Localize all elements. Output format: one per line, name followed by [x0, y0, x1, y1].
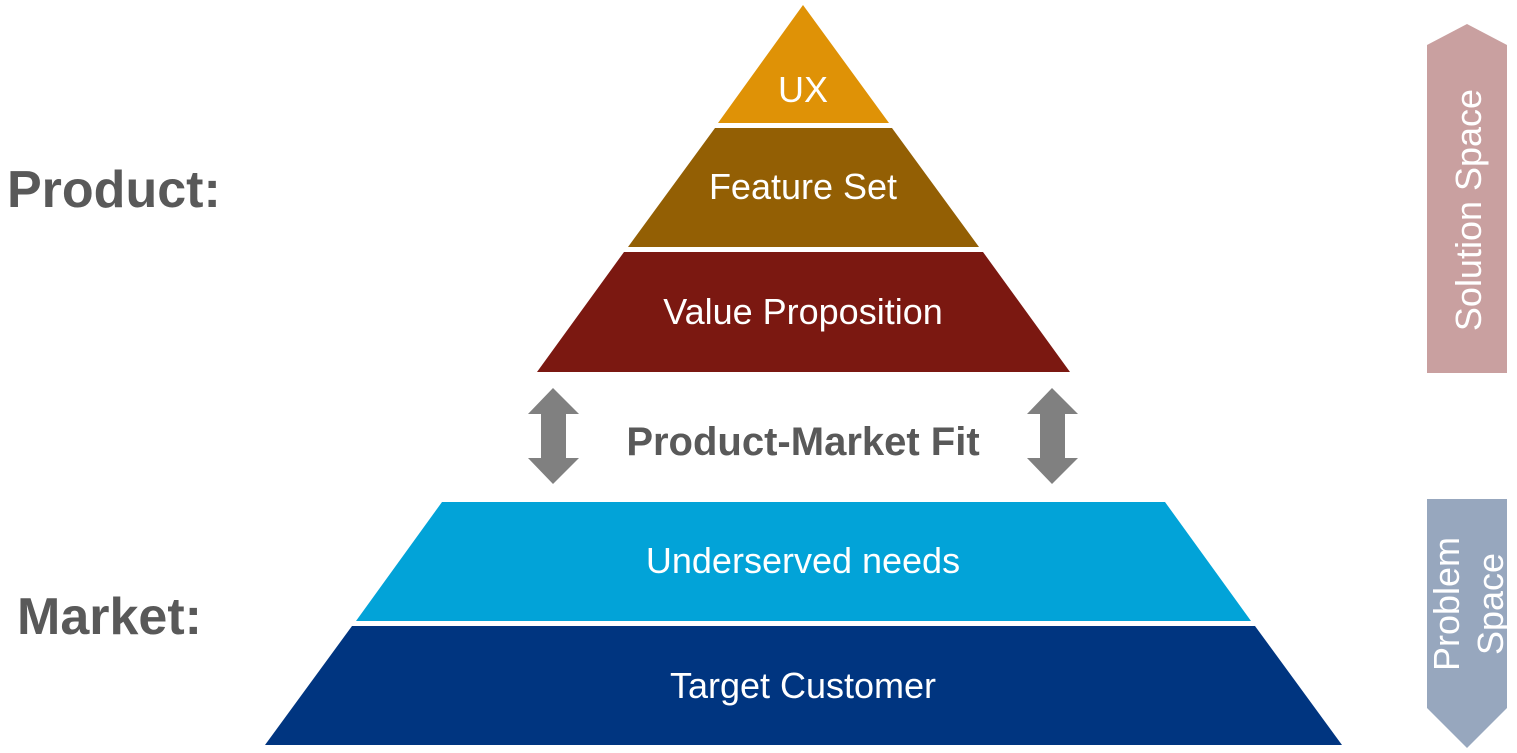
- feature-set-tier: [628, 128, 979, 247]
- double-arrow-icon: [528, 388, 579, 484]
- target-customer-label: Target Customer: [670, 665, 936, 706]
- double-arrow-icon: [1027, 388, 1078, 484]
- solution-space-arrow: [1427, 24, 1507, 373]
- market-label: Market:: [17, 588, 202, 646]
- ux-label: UX: [778, 69, 828, 110]
- target-customer-tier: [265, 626, 1342, 745]
- space-label: Space: [1470, 553, 1511, 655]
- ux-tier: [718, 5, 889, 123]
- problem-space-arrow: [1427, 499, 1507, 748]
- underserved-needs-label: Underserved needs: [646, 540, 960, 581]
- problem-label: Problem: [1426, 537, 1467, 671]
- underserved-needs-tier: [356, 502, 1251, 621]
- solution-space-label: Solution Space: [1448, 89, 1489, 331]
- product-label: Product:: [7, 161, 221, 219]
- feature-set-label: Feature Set: [709, 166, 897, 207]
- value-proposition-tier: [537, 252, 1070, 372]
- value-proposition-label: Value Proposition: [663, 291, 943, 332]
- product-market-fit-label: Product-Market Fit: [626, 420, 979, 464]
